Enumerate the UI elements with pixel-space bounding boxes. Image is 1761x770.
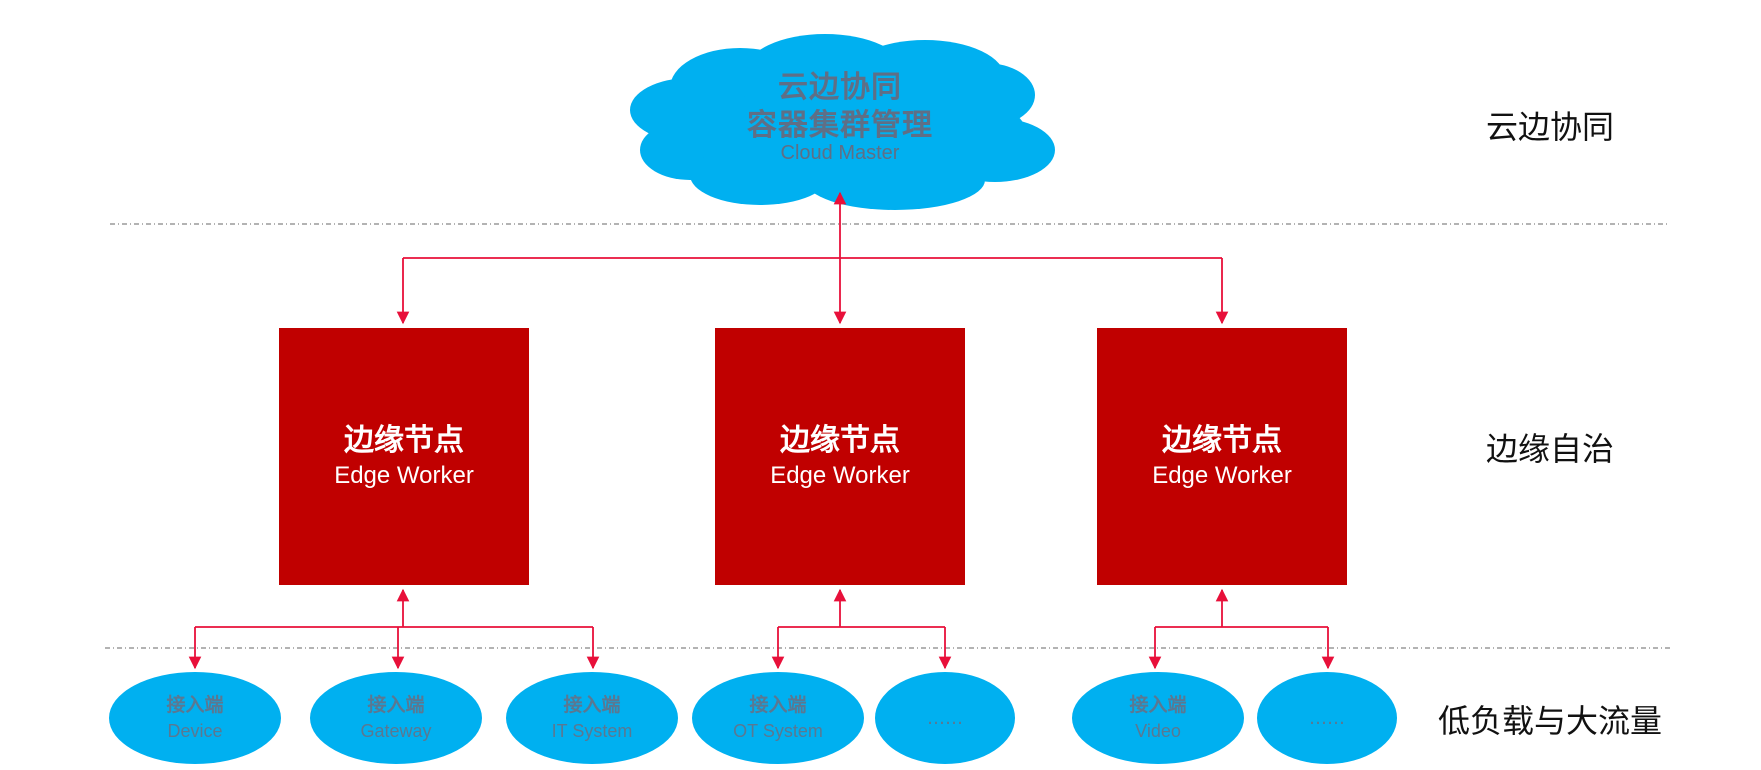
endpoint-type: Device [167, 721, 223, 741]
endpoint-title: 接入端 [1129, 694, 1187, 716]
endpoint-more: …… [1257, 672, 1397, 764]
cloud-master-shape [630, 34, 1055, 210]
layer-label-edge: 边缘自治 [1485, 430, 1614, 468]
cloud-title-line2: 容器集群管理 [747, 108, 933, 143]
endpoint-type: Gateway [360, 721, 432, 741]
endpoint-title: 接入端 [563, 694, 621, 716]
layer-label-cloud: 云边协同 [1485, 108, 1614, 146]
endpoint-ellipsis: …… [1309, 707, 1345, 729]
endpoint-more: …… [875, 672, 1015, 764]
edge-worker-subtitle: Edge Worker [1152, 461, 1292, 489]
edge-worker-box: 边缘节点 Edge Worker [279, 328, 529, 585]
edge-worker-subtitle: Edge Worker [334, 461, 474, 489]
edge-worker-title: 边缘节点 [780, 422, 900, 458]
cloud-title-line3: Cloud Master [780, 142, 900, 164]
edge1-endpoint-connectors [188, 588, 600, 670]
edge-worker-title: 边缘节点 [1162, 422, 1282, 458]
endpoint-device: 接入端 Device [109, 672, 281, 764]
edge-worker-subtitle: Edge Worker [770, 461, 910, 489]
endpoint-type: OT System [733, 721, 823, 741]
edge2-endpoint-connectors [771, 588, 952, 670]
endpoint-type: Video [1135, 721, 1181, 741]
endpoint-title: 接入端 [367, 694, 425, 716]
endpoint-title: 接入端 [166, 694, 224, 716]
edge-worker-box: 边缘节点 Edge Worker [715, 328, 965, 585]
endpoint-gateway: 接入端 Gateway [310, 672, 482, 764]
endpoint-it-system: 接入端 IT System [506, 672, 678, 764]
edge3-endpoint-connectors [1148, 588, 1335, 670]
layer-label-device: 低负载与大流量 [1437, 702, 1662, 740]
edge-worker-title: 边缘节点 [344, 422, 464, 458]
endpoint-type: IT System [551, 721, 633, 741]
endpoint-ellipsis: …… [927, 707, 963, 729]
cloud-edge-connectors [396, 191, 1229, 325]
endpoint-video: 接入端 Video [1072, 672, 1244, 764]
endpoint-ot-system: 接入端 OT System [692, 672, 864, 764]
edge-worker-box: 边缘节点 Edge Worker [1097, 328, 1347, 585]
cloud-title-line1: 云边协同 [778, 70, 902, 105]
endpoint-title: 接入端 [749, 694, 807, 716]
